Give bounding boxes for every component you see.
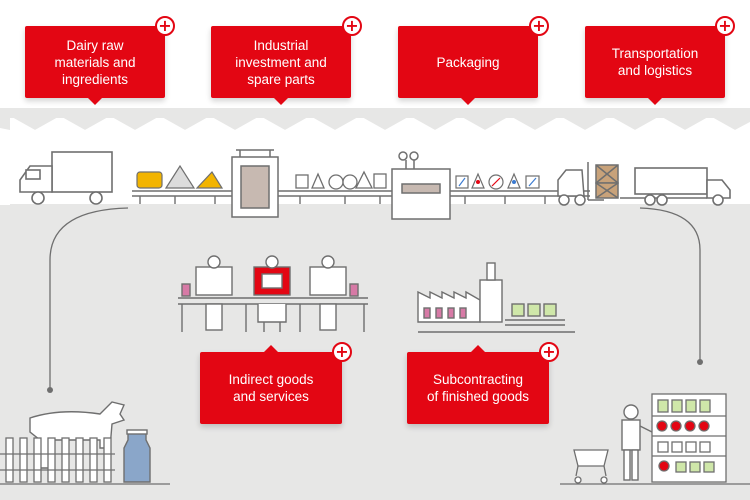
plus-icon[interactable]: + (342, 16, 362, 36)
conveyor-belt-icon (132, 190, 590, 204)
packaged-goods (455, 172, 540, 190)
packaging-machine-icon (391, 151, 451, 220)
upper-hatch-band (0, 108, 750, 118)
card-industrial-label: Industrial investment and spare parts (235, 37, 327, 87)
card-notch (88, 98, 102, 105)
card-notch (461, 98, 475, 105)
shopper-icon (621, 404, 661, 481)
card-packaging[interactable]: Packaging (398, 26, 538, 105)
card-indirect-goods[interactable]: Indirect goods and services (200, 345, 342, 424)
trailer-truck-icon (620, 167, 731, 206)
card-subcontracting-label: Subcontracting of finished goods (426, 372, 530, 404)
card-notch (648, 98, 662, 105)
left-flow-dot (47, 387, 53, 393)
plus-icon[interactable]: + (332, 342, 352, 362)
card-packaging-label: Packaging (436, 54, 500, 70)
card-dairy-label: Dairy raw materials and ingredients (54, 37, 136, 87)
plus-icon[interactable]: + (155, 16, 175, 36)
plus-icon[interactable]: + (529, 16, 549, 36)
product-shapes (295, 170, 387, 190)
fence-icon (0, 437, 115, 483)
right-flow-line (639, 207, 701, 360)
truck-icon (19, 151, 113, 205)
right-flow-dot (697, 359, 703, 365)
shopping-cart-icon (573, 449, 609, 484)
office-worker-icon (178, 255, 368, 332)
milk-can-icon (123, 429, 151, 483)
card-subcontracting[interactable]: Subcontracting of finished goods (407, 345, 549, 424)
machine-icon (231, 149, 279, 218)
card-notch (264, 345, 278, 352)
factory-icon (417, 262, 575, 333)
card-industrial-investment[interactable]: Industrial investment and spare parts (211, 26, 351, 105)
card-notch (274, 98, 288, 105)
left-flow-line (49, 207, 129, 388)
card-transport-label: Transportation and logistics (611, 46, 699, 78)
card-transportation-logistics[interactable]: Transportation and logistics (585, 26, 725, 105)
forklift-icon (557, 162, 619, 206)
card-dairy-raw-materials[interactable]: Dairy raw materials and ingredients (25, 26, 165, 105)
cheese-icon (136, 164, 224, 189)
store-shelf-icon (651, 393, 727, 483)
card-indirect-label: Indirect goods and services (228, 372, 314, 404)
card-notch (471, 345, 485, 352)
plus-icon[interactable]: + (715, 16, 735, 36)
plus-icon[interactable]: + (539, 342, 559, 362)
